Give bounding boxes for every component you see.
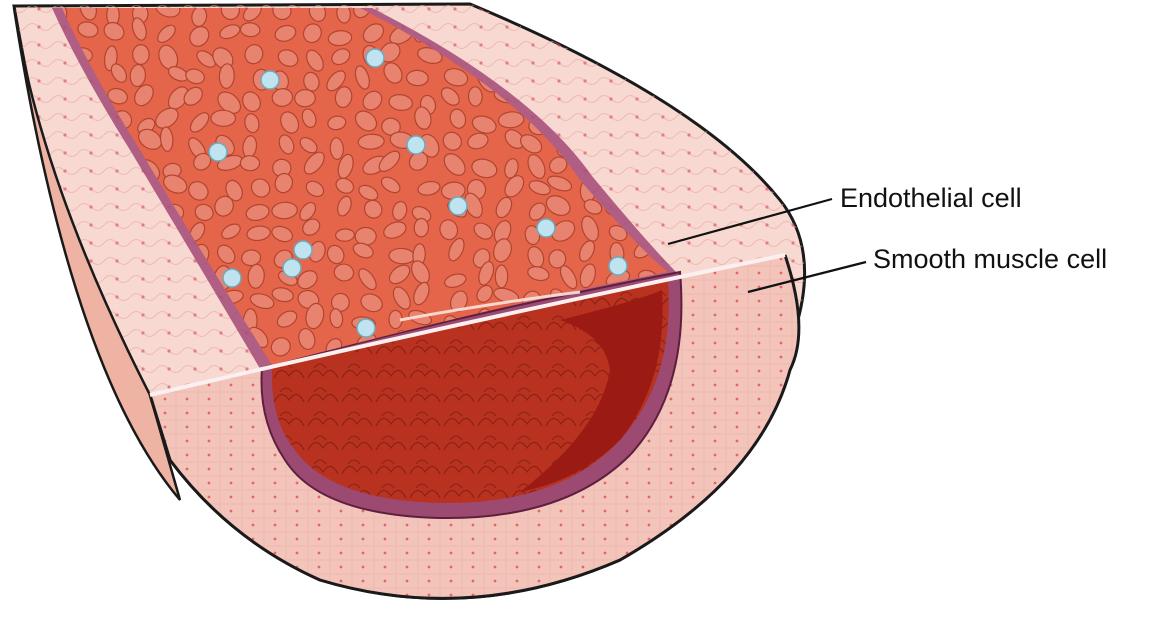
red-blood-cell xyxy=(669,49,692,68)
red-blood-cell xyxy=(659,63,682,85)
red-blood-cell xyxy=(577,24,600,49)
red-blood-cell xyxy=(629,2,657,26)
red-blood-cell xyxy=(56,286,75,311)
red-blood-cell xyxy=(553,17,575,42)
red-blood-cell xyxy=(609,26,628,48)
red-blood-cell xyxy=(240,155,260,171)
white-blood-cell xyxy=(294,241,312,259)
red-blood-cell xyxy=(544,0,570,20)
red-blood-cell xyxy=(294,89,315,107)
smooth-muscle-label: Smooth muscle cell xyxy=(873,244,1107,274)
red-blood-cell xyxy=(414,218,429,237)
red-blood-cell xyxy=(355,228,376,246)
white-blood-cell xyxy=(283,259,301,277)
red-blood-cell xyxy=(53,304,78,334)
red-blood-cell xyxy=(468,87,482,107)
red-blood-cell xyxy=(406,70,428,86)
white-blood-cell xyxy=(449,197,467,215)
red-blood-cell xyxy=(133,44,150,64)
white-blood-cell xyxy=(209,143,227,161)
red-blood-cell xyxy=(647,25,661,44)
white-blood-cell xyxy=(366,49,384,67)
endothelial-label: Endothelial cell xyxy=(840,183,1022,213)
white-blood-cell xyxy=(537,219,555,237)
red-blood-cell xyxy=(644,44,662,61)
vessel-illustration xyxy=(14,0,805,598)
red-blood-cell xyxy=(603,45,626,63)
red-blood-cell xyxy=(522,6,547,23)
red-blood-cell xyxy=(53,328,66,347)
red-blood-cell xyxy=(211,110,236,126)
white-blood-cell xyxy=(609,257,627,275)
red-blood-cell xyxy=(602,7,628,22)
red-blood-cell xyxy=(661,7,683,24)
white-blood-cell xyxy=(407,136,425,154)
red-blood-cell xyxy=(590,0,608,25)
red-blood-cell xyxy=(661,25,684,41)
red-blood-cell xyxy=(47,263,67,281)
white-blood-cell xyxy=(357,319,375,337)
red-blood-cell xyxy=(495,265,507,288)
white-blood-cell xyxy=(223,269,241,287)
red-blood-cell xyxy=(335,229,354,242)
white-blood-cell xyxy=(261,71,279,89)
